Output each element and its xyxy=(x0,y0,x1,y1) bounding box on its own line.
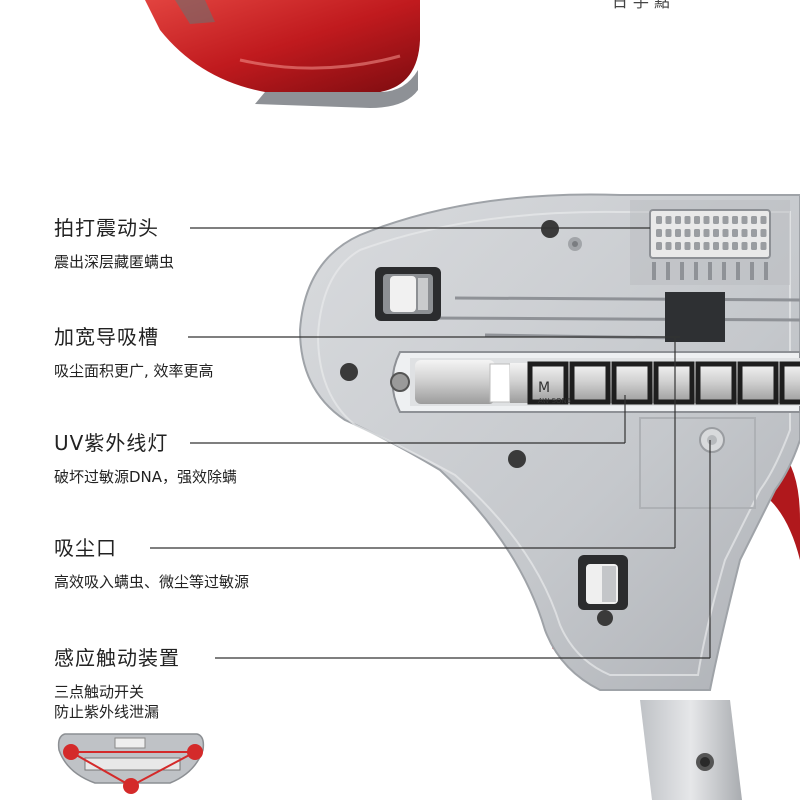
beater-head xyxy=(630,200,790,285)
sensor-panel xyxy=(639,417,756,509)
rear-wheel xyxy=(578,555,628,610)
sensor-point-left xyxy=(63,744,79,760)
feature-title: 拍打震动头 xyxy=(54,216,159,240)
screw-4 xyxy=(597,610,613,626)
suction-channel xyxy=(429,292,800,342)
feature-title: UV紫外线灯 xyxy=(54,431,169,455)
feature-desc: 震出深层藏匿螨虫 xyxy=(54,253,175,271)
uv-lamp-mark: M xyxy=(538,380,550,396)
screw-3 xyxy=(508,450,526,468)
sensor-point-bottom xyxy=(123,778,139,794)
feature-desc: 破坏过敏源DNA，强效除螨 xyxy=(54,468,238,486)
feature-suction-channel: 加宽导吸槽 吸尘面积更广, 效率更高 xyxy=(54,325,214,381)
front-wheel xyxy=(375,267,441,321)
feature-title: 加宽导吸槽 xyxy=(54,325,159,349)
feature-desc: 吸尘面积更广, 效率更高 xyxy=(54,362,214,380)
feature-title: 感应触动装置 xyxy=(54,646,180,670)
feature-desc: 高效吸入螨虫、微尘等过敏源 xyxy=(54,573,250,591)
sensor-point-right xyxy=(187,744,203,760)
vacuum-handle xyxy=(640,700,742,800)
feature-title: 吸尘口 xyxy=(54,536,117,560)
feature-beater-head: 拍打震动头 震出深层藏匿螨虫 xyxy=(54,216,174,272)
uv-lamp-code: AW SON5 xyxy=(538,397,571,405)
red-vacuum-top xyxy=(145,0,420,108)
sensor-thumbnail xyxy=(57,733,205,794)
screw-1 xyxy=(541,220,559,238)
feature-desc: 三点触动开关 xyxy=(54,683,145,701)
screw-2 xyxy=(340,363,358,381)
callout-lines xyxy=(150,227,711,659)
feature-uv-lamp: UV紫外线灯 破坏过敏源DNA，强效除螨 xyxy=(54,431,237,487)
feature-suction-inlet: 吸尘口 高效吸入螨虫、微尘等过敏源 xyxy=(54,536,249,592)
feature-desc-2: 防止紫外线泄漏 xyxy=(54,703,160,721)
feature-sensor-switch: 感应触动装置 三点触动开关 防止紫外线泄漏 xyxy=(54,646,180,722)
uv-lamp: M AW SON5 xyxy=(390,351,800,413)
top-text-fragment: 日 手 點 xyxy=(611,0,670,11)
